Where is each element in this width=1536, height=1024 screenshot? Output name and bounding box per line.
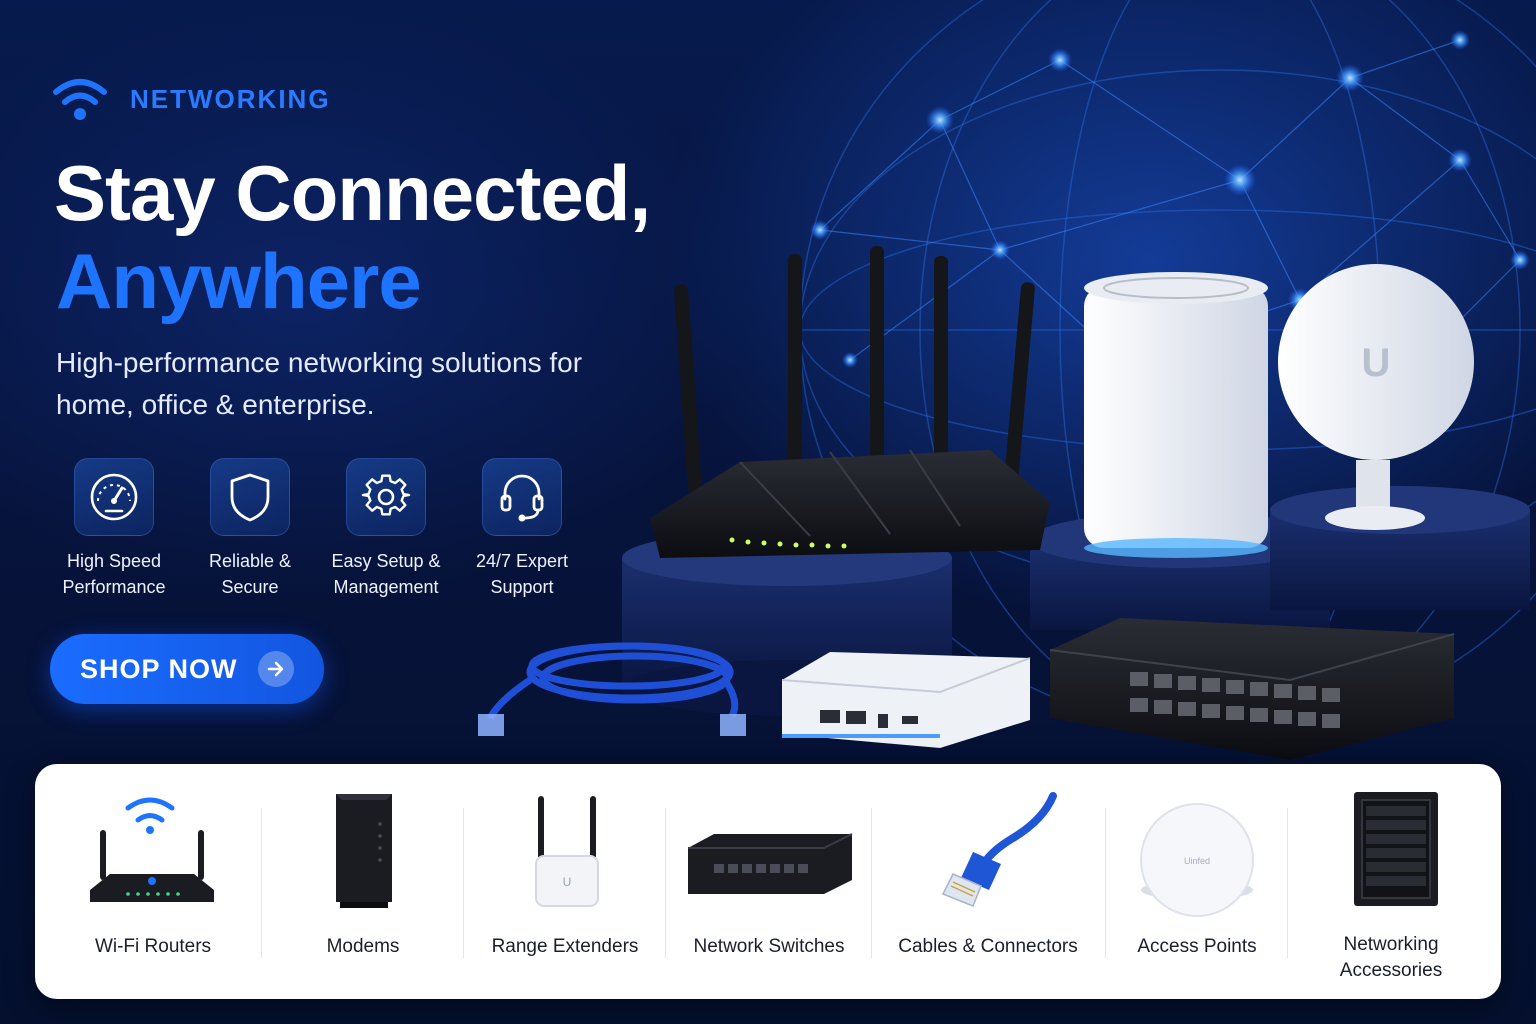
category-label: Wi-Fi Routers	[94, 936, 212, 957]
feature-tile	[74, 458, 154, 536]
mesh-wifi-product	[1084, 272, 1268, 558]
category-network-switches[interactable]: Network Switches	[667, 764, 871, 999]
wifi-icon	[53, 79, 107, 120]
server-rack-icon	[1354, 792, 1438, 906]
category-label: Network Switches	[693, 936, 845, 957]
feature-tile	[346, 458, 426, 536]
category-label: Cables & Connectors	[898, 936, 1078, 957]
router-product	[650, 246, 1050, 558]
gear-icon	[361, 474, 411, 516]
divider	[871, 808, 872, 958]
feature-list: High Speed Performance Reliable & Secure…	[46, 458, 590, 600]
feature-label: Easy Setup & Management	[331, 551, 441, 597]
svg-text:U: U	[563, 875, 572, 889]
access-point-icon: Uinfed	[1140, 803, 1254, 917]
feature-high-speed: High Speed Performance	[46, 458, 182, 600]
divider	[261, 808, 262, 958]
category-panel: Wi-Fi Routers Modems U Range Extenders N…	[35, 764, 1501, 999]
feature-label: High Speed Performance	[62, 551, 166, 597]
feature-support: 24/7 Expert Support	[454, 458, 590, 600]
category-label: Range Extenders	[491, 936, 639, 957]
category-modems[interactable]: Modems	[263, 764, 463, 999]
modem-icon	[336, 794, 392, 908]
rj45-connector	[720, 714, 746, 736]
rj45-connector	[478, 714, 504, 736]
category-networking-accessories[interactable]: Networking Accessories	[1291, 764, 1491, 999]
switch-product	[1049, 618, 1455, 760]
brand-header: NETWORKING	[52, 76, 331, 122]
feature-label: Reliable & Secure	[208, 551, 292, 597]
feature-tile	[482, 458, 562, 536]
speedometer-icon	[90, 473, 138, 521]
headline-line-2: Anywhere	[56, 237, 422, 325]
headset-icon	[500, 474, 544, 522]
svg-text:U: U	[1362, 341, 1391, 385]
svg-text:Uinfed: Uinfed	[1184, 856, 1210, 866]
ethernet-cable-product	[486, 642, 739, 720]
category-label: Access Points	[1137, 936, 1257, 957]
category-label: Networking Accessories	[1339, 934, 1443, 981]
category-cables-connectors[interactable]: Cables & Connectors	[873, 764, 1103, 999]
round-access-point-product: U	[1278, 264, 1474, 530]
feature-tile	[210, 458, 290, 536]
divider	[1105, 808, 1106, 958]
hero-subtitle: High-performance networking solutions fo…	[56, 347, 583, 420]
divider	[1287, 808, 1288, 958]
feature-easy-setup: Easy Setup & Management	[318, 458, 454, 600]
network-switch-icon	[688, 833, 853, 894]
ethernet-cable-icon	[941, 792, 1057, 907]
category-access-points[interactable]: Uinfed Access Points	[1107, 764, 1287, 999]
divider	[665, 808, 666, 958]
category-wi-fi-routers[interactable]: Wi-Fi Routers	[53, 764, 253, 999]
pedestal-right	[1270, 486, 1530, 610]
arrow-right-icon	[257, 651, 294, 687]
shop-now-label: SHOP NOW	[80, 653, 238, 684]
range-extender-icon: U	[535, 796, 599, 907]
router-icon	[90, 797, 214, 902]
divider	[463, 808, 464, 958]
feature-reliable: Reliable & Secure	[182, 458, 318, 600]
feature-label: 24/7 Expert Support	[475, 551, 569, 597]
shop-now-button[interactable]: SHOP NOW	[50, 634, 324, 704]
shield-icon	[230, 473, 270, 522]
brand-label: NETWORKING	[130, 83, 331, 114]
category-label: Modems	[326, 936, 400, 957]
category-range-extenders[interactable]: U Range Extenders	[465, 764, 665, 999]
gateway-product	[781, 652, 1031, 748]
product-showcase: U	[478, 246, 1530, 760]
headline-line-1: Stay Connected,	[54, 149, 651, 237]
